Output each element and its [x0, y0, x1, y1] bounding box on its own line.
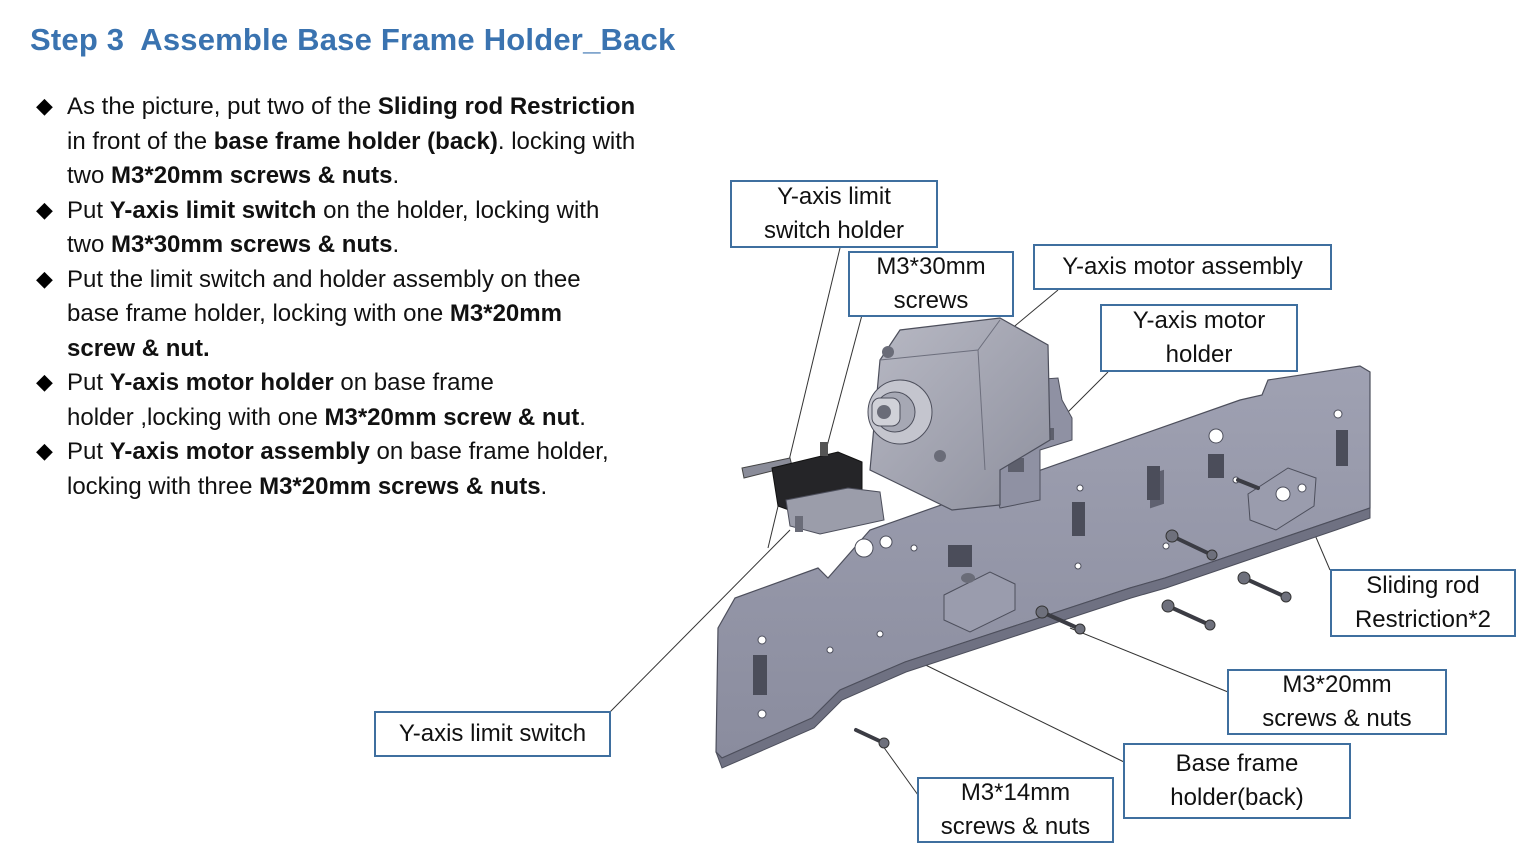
instruction-line: Put Y-axis motor holder on base frame — [67, 366, 716, 401]
label-m3x14-screws: M3*14mm screws & nuts — [917, 777, 1114, 843]
instruction-list: ◆ As the picture, put two of the Sliding … — [36, 90, 716, 504]
text: two — [67, 162, 112, 189]
text: on base frame — [333, 369, 494, 396]
label-base-frame-holder: Base frame holder(back) — [1123, 743, 1351, 819]
sliding-rod-restrictions — [943, 467, 1317, 633]
nuts — [878, 529, 1292, 749]
text: Put the limit switch and holder assembly… — [67, 265, 581, 293]
instruction-line: in front of the base frame holder (back)… — [67, 125, 716, 160]
instruction-line: two M3*30mm screws & nuts. — [67, 228, 716, 263]
bold-text: M3*20mm screws & nuts — [111, 162, 393, 189]
text: holder ,locking with one — [67, 403, 325, 431]
instruction-line: holder ,locking with one M3*20mm screw &… — [67, 401, 716, 436]
text: As the picture, put two of the — [67, 93, 378, 120]
diamond-bullet-icon: ◆ — [36, 438, 53, 463]
text: Put — [67, 438, 110, 465]
text: Put — [67, 196, 110, 224]
diamond-bullet-icon: ◆ — [36, 93, 53, 118]
instruction-line: base frame holder, locking with one M3*2… — [67, 297, 716, 332]
instruction-item: ◆ Put the limit switch and holder assembl… — [36, 263, 716, 367]
instruction-item: ◆ Put Y-axis limit switch on the holder, … — [36, 194, 716, 263]
bold-text: screw & nut. — [67, 334, 210, 362]
label-motor-assembly: Y-axis motor assembly — [1033, 244, 1332, 290]
text: two — [67, 231, 112, 258]
bold-text: M3*20mm — [449, 300, 562, 327]
label-m3x20-screws: M3*20mm screws & nuts — [1227, 669, 1447, 735]
instruction-line: As the picture, put two of the Sliding r… — [67, 90, 716, 125]
diamond-bullet-icon: ◆ — [36, 369, 53, 394]
bold-text: Y-axis limit switch — [109, 196, 317, 224]
label-motor-holder: Y-axis motor holder — [1100, 304, 1298, 372]
instruction-item: ◆ As the picture, put two of the Sliding … — [36, 90, 716, 194]
instruction-line: Put the limit switch and holder assembly… — [67, 263, 716, 298]
instruction-line: screw & nut. — [67, 332, 716, 367]
bold-text: base frame holder (back) — [213, 127, 498, 155]
step-number: Step 3 — [30, 22, 125, 57]
step-title: Assemble Base Frame Holder_Back — [140, 22, 676, 57]
label-m3x30-screws: M3*30mm screws — [848, 251, 1014, 317]
label-sliding-rod-restriction: Sliding rod Restriction*2 — [1330, 569, 1516, 637]
label-limit-switch-holder: Y-axis limit switch holder — [730, 180, 938, 248]
label-limit-switch: Y-axis limit switch — [374, 711, 611, 757]
text: . — [392, 162, 400, 189]
diamond-bullet-icon: ◆ — [36, 265, 53, 291]
instruction-line: Put Y-axis motor assembly on base frame … — [67, 435, 716, 470]
y-axis-motor — [867, 317, 1051, 511]
base-frame-plate — [715, 365, 1371, 769]
instruction-line: Put Y-axis limit switch on the holder, l… — [67, 194, 716, 229]
text: on the holder, locking with — [316, 196, 600, 224]
text: on base frame holder, — [369, 438, 609, 465]
instruction-item: ◆ Put Y-axis motor assembly on base frame… — [36, 435, 716, 504]
text: Put — [67, 369, 110, 396]
bold-text: M3*20mm screws & nuts — [259, 472, 541, 500]
bold-text: M3*20mm screw & nut — [324, 403, 580, 431]
bold-text: Sliding rod Restriction — [377, 93, 636, 120]
page-title: Step 3 Assemble Base Frame Holder_Back — [30, 22, 675, 58]
bold-text: M3*30mm screws & nuts — [111, 231, 393, 258]
limit-switch — [741, 442, 885, 535]
text: . — [392, 231, 400, 258]
text: locking with three — [67, 472, 260, 500]
text: base frame holder, locking with one — [67, 300, 450, 327]
text: . — [579, 403, 586, 431]
text: . locking with — [497, 127, 636, 155]
text: in front of the — [67, 127, 214, 155]
instruction-line: locking with three M3*20mm screws & nuts… — [67, 470, 716, 505]
instruction-line: two M3*20mm screws & nuts. — [67, 159, 716, 194]
diamond-bullet-icon: ◆ — [36, 196, 53, 222]
bold-text: Y-axis motor assembly — [109, 438, 370, 465]
bold-text: Y-axis motor holder — [109, 369, 334, 396]
text: . — [540, 472, 548, 500]
